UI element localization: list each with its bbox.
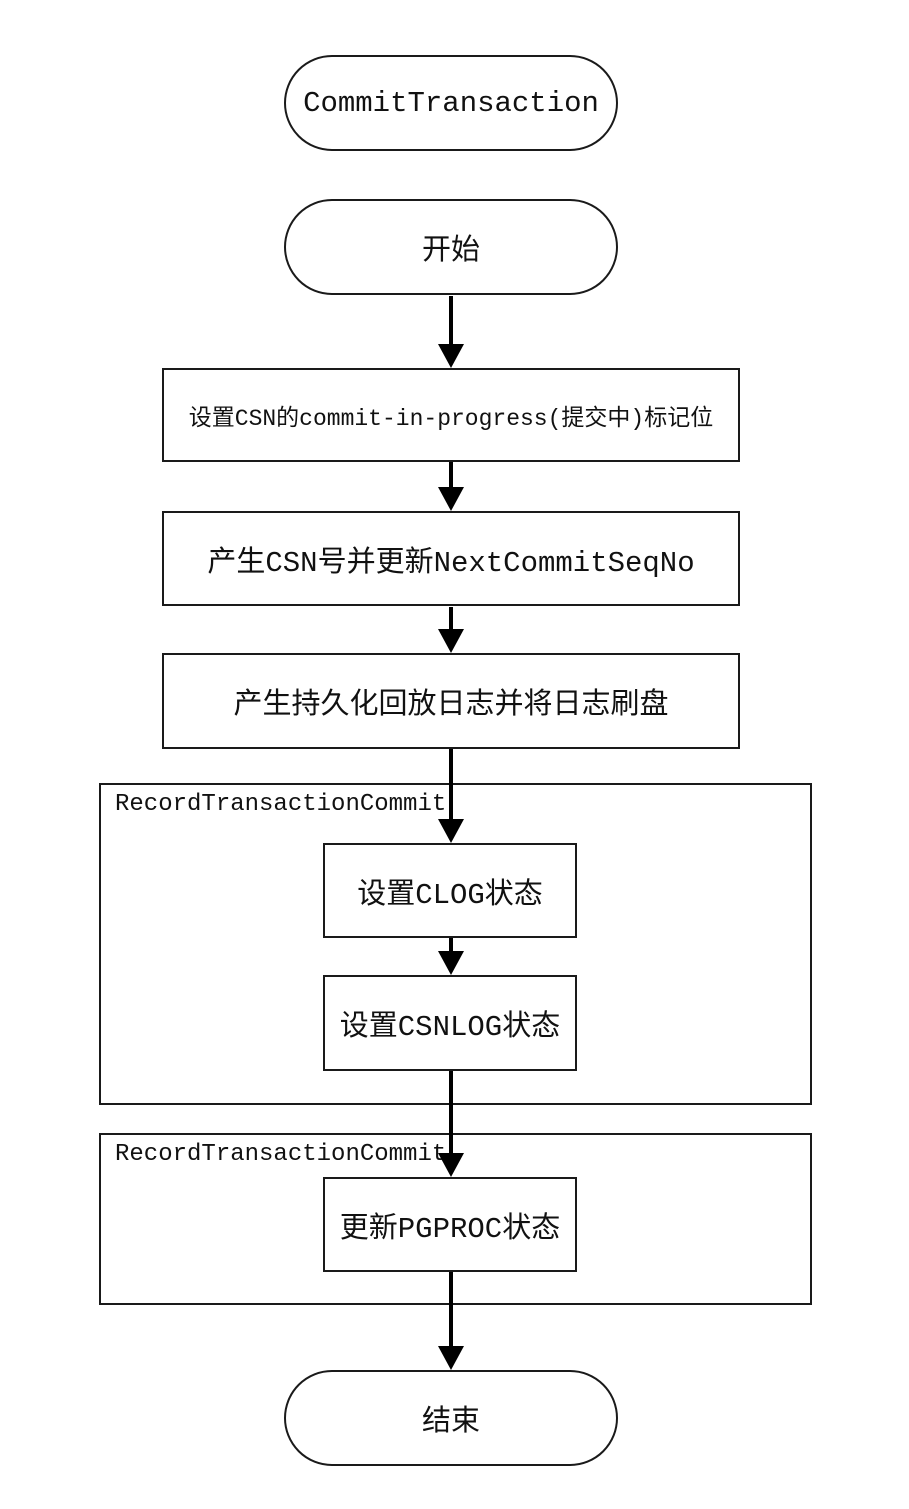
arrow-down-icon <box>438 487 464 511</box>
group-label: RecordTransactionCommit <box>115 1141 447 1168</box>
group-record-transaction-commit-1: RecordTransactionCommit <box>99 783 812 1105</box>
node-update-pgproc: 更新PGPROC状态 <box>323 1177 577 1272</box>
arrow-shaft <box>449 296 453 344</box>
arrow-shaft <box>449 462 453 487</box>
node-set-commit-in-progress: 设置CSN的commit-in-progress(提交中)标记位 <box>162 368 740 462</box>
group-record-transaction-commit-2: RecordTransactionCommit <box>99 1133 812 1305</box>
node-start: 开始 <box>284 199 618 295</box>
node-generate-csn: 产生CSN号并更新NextCommitSeqNo <box>162 511 740 606</box>
flow-arrow-start-to-step1 <box>438 296 464 368</box>
node-end: 结束 <box>284 1370 618 1466</box>
arrow-shaft <box>449 607 453 629</box>
arrow-down-icon <box>438 1346 464 1370</box>
flow-arrow-step2-to-step3 <box>438 607 464 653</box>
group-label: RecordTransactionCommit <box>115 791 447 818</box>
node-set-csnlog: 设置CSNLOG状态 <box>323 975 577 1071</box>
node-flush-log: 产生持久化回放日志并将日志刷盘 <box>162 653 740 749</box>
arrow-down-icon <box>438 344 464 368</box>
node-commit-transaction: CommitTransaction <box>284 55 618 151</box>
node-set-clog: 设置CLOG状态 <box>323 843 577 938</box>
arrow-down-icon <box>438 629 464 653</box>
flow-arrow-step1-to-step2 <box>438 462 464 511</box>
